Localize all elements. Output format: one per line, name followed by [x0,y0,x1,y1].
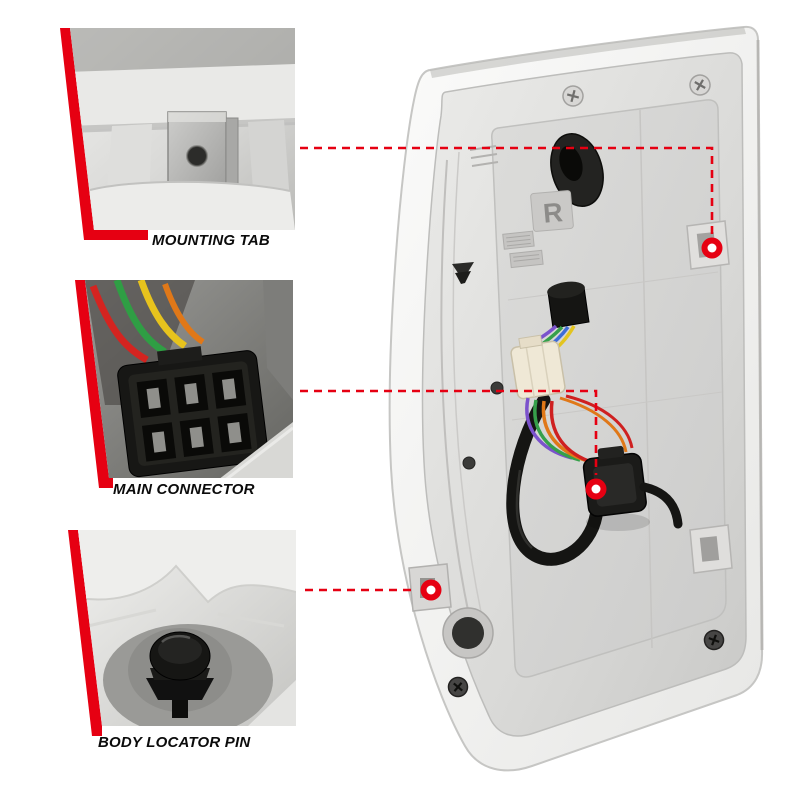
red-frame [68,530,102,736]
red-frame [60,28,148,240]
main-connector-label: MAIN CONNECTOR [113,481,255,498]
phillips-screw [447,74,725,698]
mounting-tab-lower [689,524,733,574]
inset-mounting-tab: MOUNTING TAB [52,28,302,272]
inset-body-locator-pin: BODY LOCATOR PIN [58,530,304,768]
svg-text:R: R [542,197,564,229]
mounting-tab-upper [686,220,730,270]
molded-label-patches [502,230,544,269]
body-locator-pin-photo [68,530,296,736]
inset-main-connector: MAIN CONNECTOR [65,280,301,520]
molded-marking-R: R [530,190,574,232]
mounting-tab-label: MOUNTING TAB [152,232,270,249]
body-locator-pin-label: BODY LOCATOR PIN [98,734,251,751]
main-connector-photo [75,280,293,488]
bottom-socket-opening [442,607,494,659]
mounting-tab-photo [60,28,295,240]
red-frame [75,280,113,488]
body-locator-pin-bracket [408,563,452,612]
